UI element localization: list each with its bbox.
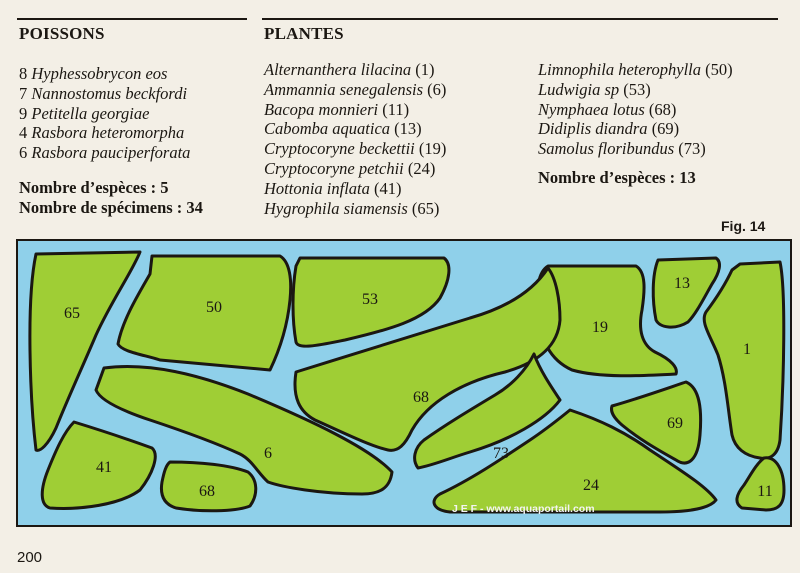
plantes-heading: PLANTES [264,24,344,43]
plant-item: Hygrophila siamensis (65) [264,198,440,218]
zone-label-24: 24 [583,477,599,494]
poissons-rule [17,18,247,20]
plant-zone-73 [413,352,562,470]
plant-zone-53 [291,256,451,348]
zone-label-69: 69 [667,415,683,432]
plant-zone-68b [159,460,258,513]
poissons-heading: POISSONS [19,24,105,43]
zone-label-41: 41 [96,459,112,476]
plant-item: Cryptocoryne beckettii (19) [264,139,447,159]
plant-item: Ludwigia sp (53) [538,79,651,99]
plant-item: Bacopa monnieri (11) [264,99,410,119]
plant-zone-13 [651,256,721,329]
plant-zone-1 [702,260,786,460]
plant-item: Hottonia inflata (41) [264,178,402,198]
plant-item: Alternanthera lilacina (1) [264,60,435,79]
fish-specimen-count: Nombre de spécimens : 34 [19,198,203,217]
plant-zone-24 [432,408,718,514]
fish-item: 6 Rasbora pauciperforata [19,143,191,163]
zone-label-11: 11 [757,483,772,500]
plant-zone-11 [735,456,786,512]
plant-species-count: Nombre d’espèces : 13 [538,168,696,187]
plant-item: Cryptocoryne petchii (24) [264,158,436,178]
zone-label-53: 53 [362,291,378,308]
zone-label-19: 19 [592,319,608,336]
plant-zone-69 [610,380,703,465]
page-number: 200 [17,549,43,566]
figure-label: Fig. 14 [721,218,766,234]
zone-label-50: 50 [206,299,222,316]
plant-item: Limnophila heterophylla (50) [538,60,733,79]
fish-item: 7 Nannostomus beckfordi [19,83,188,103]
fish-item: 4 Rasbora heteromorpha [19,123,185,143]
plant-zone-41 [40,420,157,510]
fish-species-count: Nombre d’espèces : 5 [19,178,169,197]
plant-item: Nymphaea lotus (68) [538,99,677,119]
poissons-list: 8 Hyphessobrycon eos 7 Nannostomus beckf… [19,64,190,163]
zone-label-1: 1 [743,341,751,358]
zone-label-13: 13 [674,275,690,292]
zone-label-65: 65 [64,305,80,322]
plant-zone-50 [116,254,293,372]
zone-label-6: 6 [264,445,272,462]
plantes-rule [262,18,778,20]
plantes-list-left: Alternanthera lilacina (1) Ammannia sene… [264,60,446,218]
plant-item: Ammannia senegalensis (6) [264,79,447,99]
plant-item: Didiplis diandra (69) [538,119,680,139]
zone-label-73: 73 [493,445,509,462]
plant-zone-6 [94,365,394,496]
plant-item: Samolus floribundus (73) [538,139,706,159]
plantes-list-right: Limnophila heterophylla (50) Ludwigia sp… [538,60,733,159]
credit-text: J E F - www.aquaportail.com [452,503,595,515]
zone-label-68b: 68 [199,483,215,500]
fish-item: 9 Petitella georgiae [19,103,150,123]
plant-zone-65 [28,250,142,452]
zone-label-68a: 68 [413,389,429,406]
plant-zone-68a [293,266,562,452]
fish-item: 8 Hyphessobrycon eos [19,64,168,83]
plant-item: Cabomba aquatica (13) [264,119,422,139]
